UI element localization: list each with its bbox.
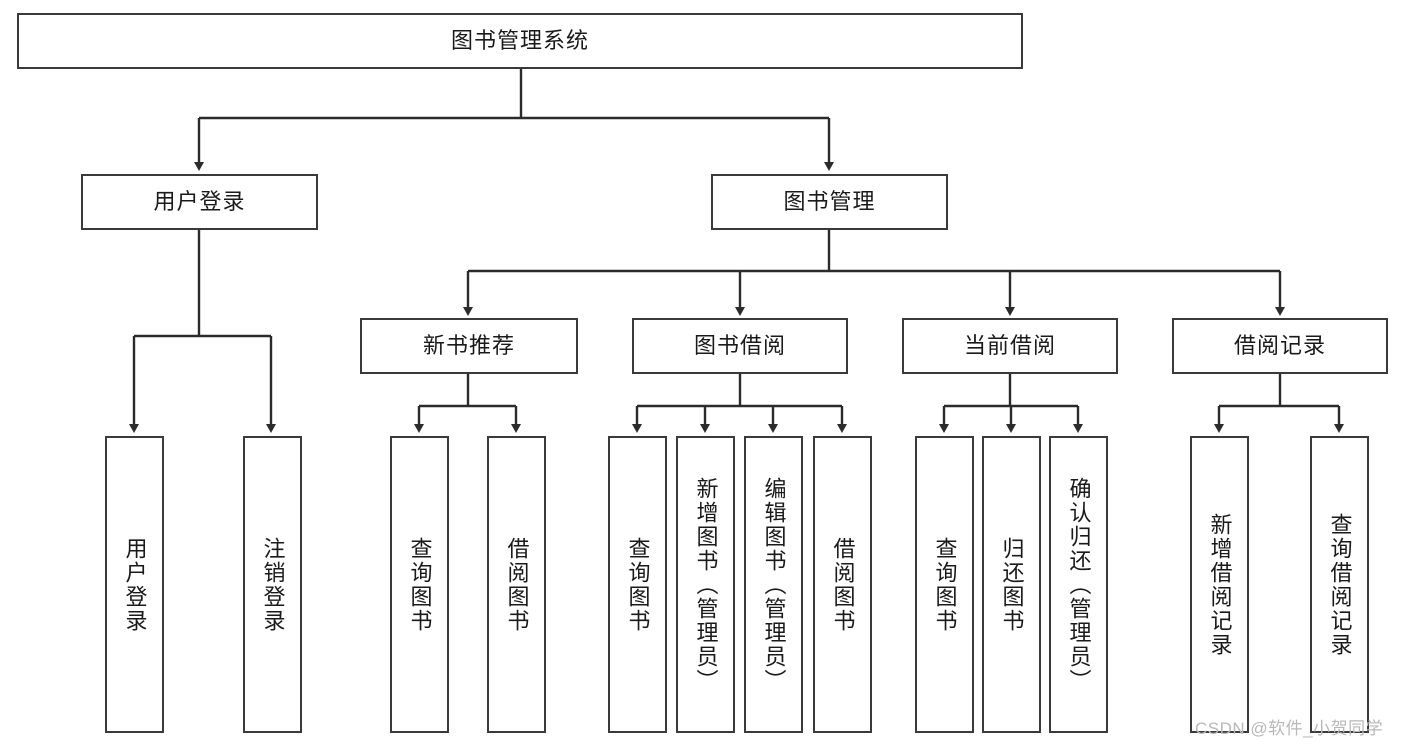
- leaf-return-book-label: 归还图书: [999, 536, 1025, 633]
- node-borrow-record[interactable]: 借阅记录: [1172, 318, 1388, 374]
- node-book-manage-label: 图书管理: [783, 188, 876, 214]
- node-new-book-recommend[interactable]: 新书推荐: [360, 318, 578, 374]
- leaf-query-book-cur[interactable]: 查询图书: [915, 436, 974, 733]
- leaf-query-book-new[interactable]: 查询图书: [390, 436, 449, 733]
- node-borrow-record-label: 借阅记录: [1233, 332, 1326, 358]
- node-book-manage[interactable]: 图书管理: [711, 174, 948, 230]
- watermark: CSDN @软件_小贺同学: [1195, 719, 1384, 738]
- leaf-query-book[interactable]: 查询图书: [608, 436, 667, 733]
- leaf-logout[interactable]: 注销登录: [243, 436, 302, 733]
- node-user-login-label: 用户登录: [153, 188, 246, 214]
- leaf-query-book-new-label: 查询图书: [407, 536, 433, 633]
- leaf-borrow-book-new[interactable]: 借阅图书: [487, 436, 546, 733]
- leaf-borrow-book-label: 借阅图书: [830, 536, 856, 633]
- leaf-return-book[interactable]: 归还图书: [982, 436, 1041, 733]
- leaf-user-login[interactable]: 用户登录: [105, 436, 164, 733]
- leaf-confirm-return[interactable]: 确认归还（管理员）: [1049, 436, 1108, 733]
- leaf-logout-label: 注销登录: [260, 536, 286, 633]
- leaf-edit-book[interactable]: 编辑图书（管理员）: [744, 436, 803, 733]
- node-new-book-recommend-label: 新书推荐: [422, 332, 515, 358]
- leaf-query-book-cur-label: 查询图书: [932, 536, 958, 633]
- leaf-add-record[interactable]: 新增借阅记录: [1190, 436, 1249, 733]
- leaf-add-book-label: 新增图书（管理员）: [693, 476, 719, 693]
- node-book-borrow[interactable]: 图书借阅: [632, 318, 848, 374]
- leaf-borrow-book[interactable]: 借阅图书: [813, 436, 872, 733]
- leaf-query-record[interactable]: 查询借阅记录: [1310, 436, 1369, 733]
- node-root-label: 图书管理系统: [450, 27, 589, 53]
- leaf-confirm-return-label: 确认归还（管理员）: [1066, 476, 1092, 693]
- leaf-borrow-book-new-label: 借阅图书: [504, 536, 530, 633]
- leaf-add-record-label: 新增借阅记录: [1207, 512, 1233, 657]
- node-current-borrow-label: 当前借阅: [963, 332, 1056, 358]
- node-root[interactable]: 图书管理系统: [17, 13, 1023, 69]
- leaf-query-record-label: 查询借阅记录: [1327, 512, 1353, 657]
- leaf-user-login-label: 用户登录: [122, 536, 148, 633]
- node-current-borrow[interactable]: 当前借阅: [902, 318, 1118, 374]
- leaf-edit-book-label: 编辑图书（管理员）: [761, 476, 787, 693]
- node-book-borrow-label: 图书借阅: [693, 332, 786, 358]
- leaf-query-book-label: 查询图书: [625, 536, 651, 633]
- node-user-login[interactable]: 用户登录: [81, 174, 318, 230]
- leaf-add-book[interactable]: 新增图书（管理员）: [676, 436, 735, 733]
